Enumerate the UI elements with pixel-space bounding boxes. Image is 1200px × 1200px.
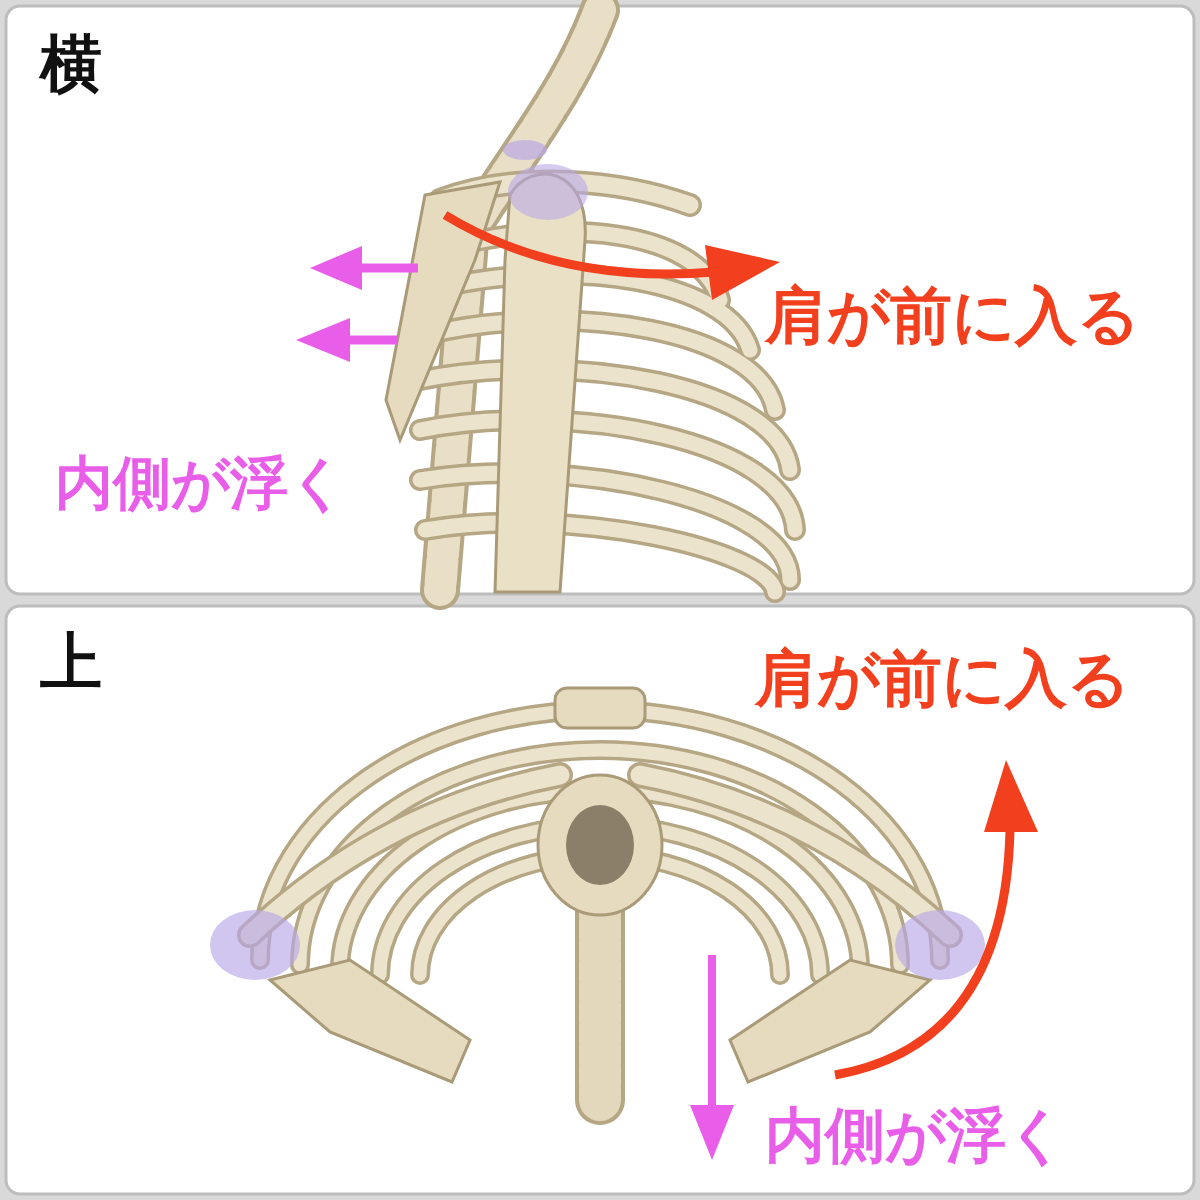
ribs bbox=[420, 232, 795, 592]
ac-joint bbox=[503, 140, 547, 160]
scapula bbox=[270, 960, 470, 1082]
magenta-arrowhead bbox=[310, 246, 362, 290]
magenta-arrowhead bbox=[690, 1105, 734, 1160]
spine bbox=[575, 900, 625, 1100]
magenta-arrow-shaft bbox=[708, 955, 716, 1110]
shoulder-joint bbox=[210, 910, 300, 980]
magenta-arrowhead bbox=[296, 318, 350, 362]
spinal-canal bbox=[566, 805, 634, 885]
view-label: 横 bbox=[40, 30, 102, 98]
view-label: 上 bbox=[40, 628, 102, 696]
callout-text: 肩が前に入る bbox=[755, 645, 1130, 713]
clavicle bbox=[250, 775, 560, 935]
clavicle-outline bbox=[250, 775, 560, 935]
callout-text: 肩が前に入る bbox=[765, 282, 1140, 350]
vertebra bbox=[538, 775, 662, 915]
top-skeleton bbox=[250, 710, 950, 1100]
scapula bbox=[730, 960, 930, 1082]
side-skeleton bbox=[420, 10, 795, 592]
top-panel bbox=[6, 6, 1194, 594]
red-arrowhead bbox=[984, 760, 1038, 832]
callout-text: 内側が浮く bbox=[55, 452, 347, 516]
humerus bbox=[495, 174, 585, 592]
shoulder-joint bbox=[895, 910, 985, 980]
callout-text: 内側が浮く bbox=[765, 1102, 1067, 1168]
ribs-outline bbox=[420, 232, 795, 592]
sternum bbox=[555, 688, 645, 728]
red-arrow-shaft bbox=[445, 215, 715, 274]
clavicle bbox=[640, 775, 950, 935]
vertebrae bbox=[579, 900, 621, 1100]
scapula bbox=[386, 182, 500, 440]
clavicle-outline bbox=[640, 775, 950, 935]
bottom-panel bbox=[6, 606, 1194, 1194]
shoulder-joint bbox=[508, 164, 588, 220]
red-arrow-shaft bbox=[835, 830, 1010, 1075]
